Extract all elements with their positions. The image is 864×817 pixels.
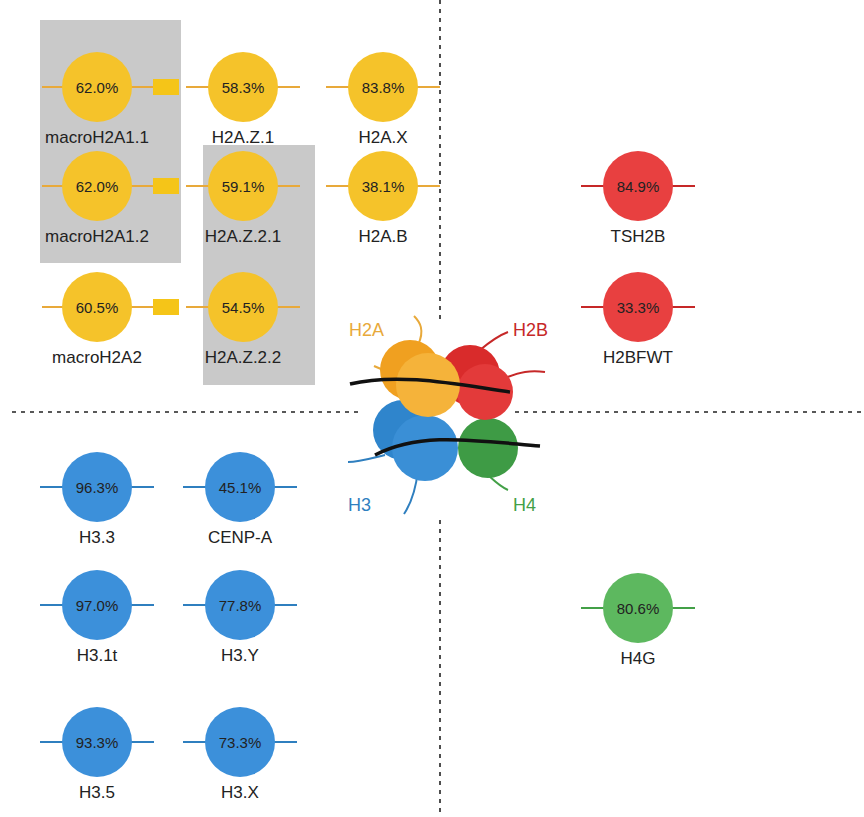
variant-node: 60.5% macroH2A2 [22, 272, 172, 376]
nucleosome-illustration [348, 316, 545, 514]
identity-percent: 54.5% [222, 299, 265, 316]
histone-tails [40, 79, 695, 742]
identity-percent: 96.3% [76, 479, 119, 496]
variant-name: H2A.Z.2.2 [205, 348, 282, 368]
divider-line [515, 411, 864, 413]
histone-label: H2B [513, 320, 548, 341]
macro-domain [153, 299, 179, 315]
identity-percent: 73.3% [219, 734, 262, 751]
variant-node: 62.0% macroH2A1.2 [22, 151, 172, 255]
identity-percent: 33.3% [617, 299, 660, 316]
identity-percent: 59.1% [222, 178, 265, 195]
variant-node: 93.3% H3.5 [22, 707, 172, 811]
variant-name: H3.5 [79, 783, 115, 803]
variant-node: 59.1% H2A.Z.2.1 [168, 151, 318, 255]
variant-name: H2A.Z.1 [212, 128, 274, 148]
variant-name: macroH2A1.1 [45, 128, 149, 148]
variant-name: macroH2A1.2 [45, 227, 149, 247]
variant-node: 58.3% H2A.Z.1 [168, 52, 318, 156]
variant-name: H4G [621, 649, 656, 669]
variant-name: H2A.Z.2.1 [205, 227, 282, 247]
histone-label: H4 [513, 495, 536, 516]
quadrant-dividers [12, 0, 864, 817]
identity-percent: 97.0% [76, 597, 119, 614]
divider-line [439, 520, 441, 817]
variant-node: 62.0% macroH2A1.1 [22, 52, 172, 156]
macro-domain [153, 79, 179, 95]
identity-percent: 83.8% [362, 79, 405, 96]
identity-percent: 62.0% [76, 79, 119, 96]
identity-percent: 45.1% [219, 479, 262, 496]
variant-node: 96.3% H3.3 [22, 452, 172, 556]
variant-name: CENP-A [208, 528, 272, 548]
variant-name: H2BFWT [603, 348, 673, 368]
variant-node: 45.1% CENP-A [165, 452, 315, 556]
variant-name: H3.Y [221, 646, 259, 666]
variant-node: 77.8% H3.Y [165, 570, 315, 674]
variant-node: 84.9% TSH2B [563, 151, 713, 255]
divider-line [439, 0, 441, 322]
group-box [40, 20, 181, 263]
identity-percent: 62.0% [76, 178, 119, 195]
variant-name: macroH2A2 [52, 348, 142, 368]
variant-node: 80.6% H4G [563, 573, 713, 677]
variant-node: 83.8% H2A.X [308, 52, 458, 156]
variant-node: 97.0% H3.1t [22, 570, 172, 674]
identity-percent: 60.5% [76, 299, 119, 316]
variant-node: 54.5% H2A.Z.2.2 [168, 272, 318, 376]
histone-label: H3 [348, 495, 371, 516]
group-boxes [40, 20, 315, 385]
identity-percent: 38.1% [362, 178, 405, 195]
histone-label: H2A [349, 320, 384, 341]
identity-percent: 84.9% [617, 178, 660, 195]
variant-node: 38.1% H2A.B [308, 151, 458, 255]
variant-name: H3.X [221, 783, 259, 803]
variant-name: TSH2B [611, 227, 666, 247]
identity-percent: 93.3% [76, 734, 119, 751]
variant-name: H3.3 [79, 528, 115, 548]
variant-name: H2A.B [358, 227, 407, 247]
variant-node: 73.3% H3.X [165, 707, 315, 811]
identity-percent: 77.8% [219, 597, 262, 614]
divider-line [12, 411, 360, 413]
identity-percent: 58.3% [222, 79, 265, 96]
variant-name: H3.1t [77, 646, 118, 666]
macro-domain [153, 178, 179, 194]
variant-name: H2A.X [358, 128, 407, 148]
identity-percent: 80.6% [617, 600, 660, 617]
group-box [203, 145, 315, 385]
variant-node: 33.3% H2BFWT [563, 272, 713, 376]
